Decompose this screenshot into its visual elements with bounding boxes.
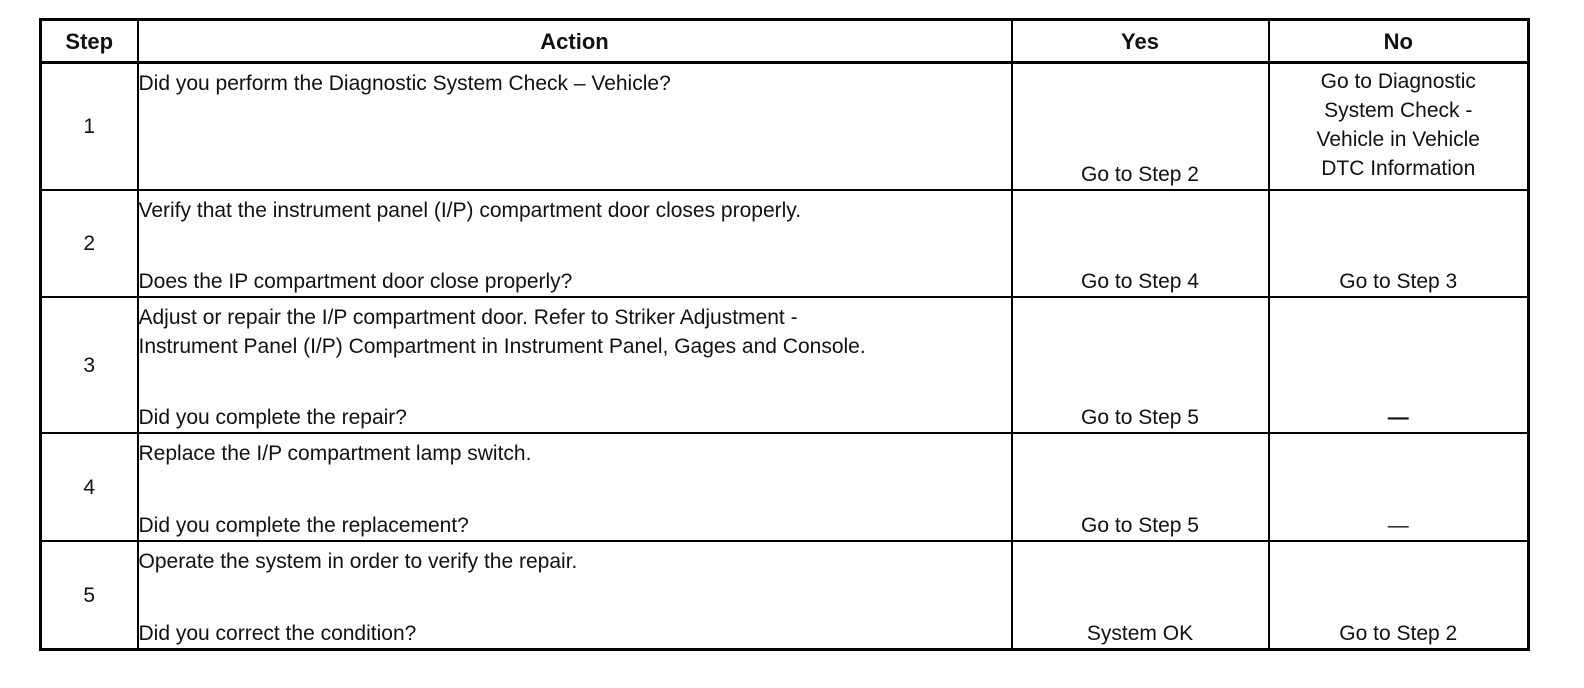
no-cell: —: [1267, 432, 1530, 542]
diagnostic-table: Step Action Yes No 1 Did you perform the…: [39, 18, 1530, 651]
action-instruction: Verify that the instrument panel (I/P) c…: [138, 199, 802, 222]
action-instruction: Operate the system in order to verify th…: [138, 550, 578, 573]
action-cell: Operate the system in order to verify th…: [136, 540, 1013, 651]
no-cell: Go to Diagnostic System Check - Vehicle …: [1267, 61, 1530, 191]
yes-cell: Go to Step 4: [1010, 189, 1270, 298]
no-cell: Go to Step 2: [1267, 540, 1530, 651]
table-row: 2 Verify that the instrument panel (I/P)…: [39, 189, 1530, 298]
yes-cell: Go to Step 5: [1010, 296, 1270, 434]
table-row: 5 Operate the system in order to verify …: [39, 540, 1530, 651]
action-instruction: Replace the I/P compartment lamp switch.: [138, 442, 532, 465]
action-question: Did you complete the replacement?: [138, 514, 469, 537]
action-instruction-line: Instrument Panel (I/P) Compartment in In…: [138, 335, 866, 358]
header-step: Step: [39, 18, 139, 64]
table-row: 3 Adjust or repair the I/P compartment d…: [39, 296, 1530, 434]
step-number: 4: [39, 432, 139, 542]
action-cell: Adjust or repair the I/P compartment doo…: [136, 296, 1013, 434]
action-instruction-line: Adjust or repair the I/P compartment doo…: [138, 306, 798, 329]
action-question: Did you correct the condition?: [138, 622, 417, 645]
no-line: Vehicle in Vehicle: [1316, 128, 1480, 151]
table-row: 4 Replace the I/P compartment lamp switc…: [39, 432, 1530, 542]
action-instruction: Adjust or repair the I/P compartment doo…: [139, 298, 1011, 361]
action-cell: Verify that the instrument panel (I/P) c…: [136, 189, 1013, 298]
yes-cell: System OK: [1010, 540, 1270, 651]
no-line: Go to Diagnostic: [1320, 70, 1476, 93]
action-cell: Did you perform the Diagnostic System Ch…: [136, 61, 1013, 191]
table-row: 1 Did you perform the Diagnostic System …: [39, 61, 1530, 191]
no-line: DTC Information: [1321, 157, 1476, 180]
action-instruction: Did you perform the Diagnostic System Ch…: [138, 72, 671, 95]
yes-cell: Go to Step 2: [1010, 61, 1270, 191]
header-action: Action: [136, 18, 1013, 64]
action-cell: Replace the I/P compartment lamp switch.…: [136, 432, 1013, 542]
no-cell: —: [1267, 296, 1530, 434]
yes-cell: Go to Step 5: [1010, 432, 1270, 542]
step-number: 2: [39, 189, 139, 298]
header-no: No: [1267, 18, 1530, 64]
action-question: Does the IP compartment door close prope…: [138, 270, 573, 293]
action-question: Did you complete the repair?: [138, 406, 407, 429]
no-cell: Go to Step 3: [1267, 189, 1530, 298]
no-line: System Check -: [1324, 99, 1473, 122]
header-yes: Yes: [1010, 18, 1270, 64]
step-number: 5: [39, 540, 139, 651]
step-number: 3: [39, 296, 139, 434]
step-number: 1: [39, 61, 139, 191]
header-row: Step Action Yes No: [39, 18, 1530, 64]
